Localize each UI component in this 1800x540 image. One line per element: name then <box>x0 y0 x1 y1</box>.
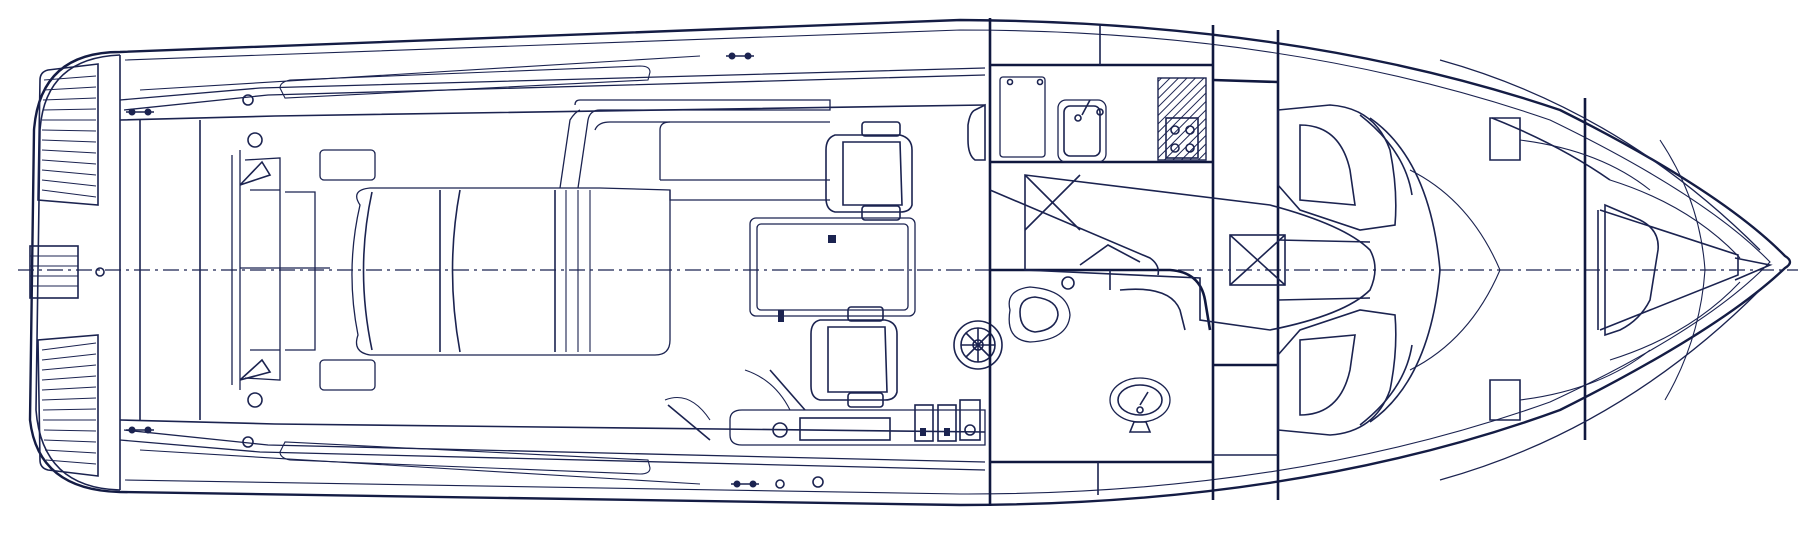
steering-wheel <box>953 320 1003 370</box>
head-compartment <box>1109 270 1186 331</box>
companionway-doors <box>664 103 986 441</box>
swim-platform <box>29 54 121 491</box>
head-washbasin <box>1109 377 1171 433</box>
helm-station <box>729 399 986 446</box>
cabin-bulkheads <box>988 18 1280 506</box>
side-decks <box>119 55 986 485</box>
cockpit-table <box>749 217 916 322</box>
cockpit-seating <box>139 99 831 420</box>
cleat <box>126 52 824 489</box>
helm-seat <box>810 121 913 408</box>
hull-outline <box>28 18 1792 507</box>
hatch <box>1489 98 1773 440</box>
forward-berth <box>1277 104 1501 436</box>
bow-rail <box>1439 59 1761 481</box>
galley-stove <box>1157 77 1207 161</box>
cabin-sole <box>1024 174 1376 331</box>
galley-sink <box>999 76 1107 163</box>
companionway-steps <box>989 189 1160 276</box>
head-toilet <box>1008 276 1075 343</box>
